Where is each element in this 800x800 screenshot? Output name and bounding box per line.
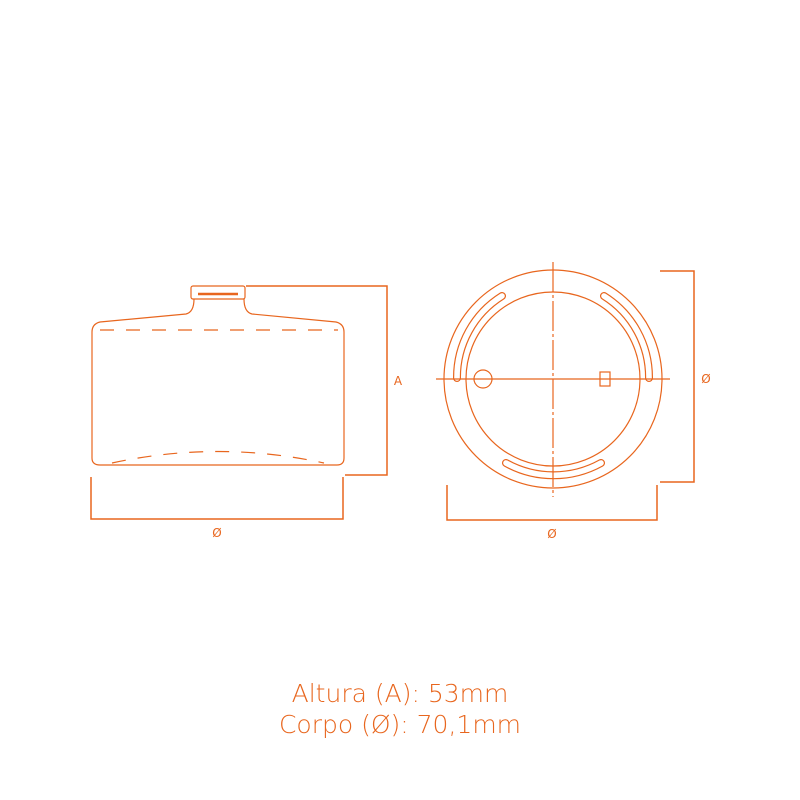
top-diameter-vertical-dimension (660, 270, 695, 483)
top-diameter-horizontal-dimension (446, 485, 658, 521)
bottle-cap (190, 285, 246, 300)
body-spec: Corpo (Ø): 70,1mm (278, 710, 522, 739)
height-spec: Altura (A): 53mm (291, 679, 509, 708)
side-diameter-label: Ø (212, 526, 221, 540)
height-label: A (394, 374, 403, 388)
base-hidden-line (111, 450, 325, 464)
round-mark (473, 369, 493, 389)
top-diameter-horizontal-label: Ø (547, 527, 556, 541)
slots (452, 292, 654, 480)
side-diameter-dimension-line (90, 477, 344, 520)
bottle-body (91, 298, 345, 466)
top-diameter-vertical-label: Ø (701, 372, 710, 386)
height-dimension-line (246, 285, 388, 476)
bottle-top-view (436, 262, 670, 497)
bottle-side-view (91, 285, 345, 466)
square-mark (599, 371, 611, 387)
